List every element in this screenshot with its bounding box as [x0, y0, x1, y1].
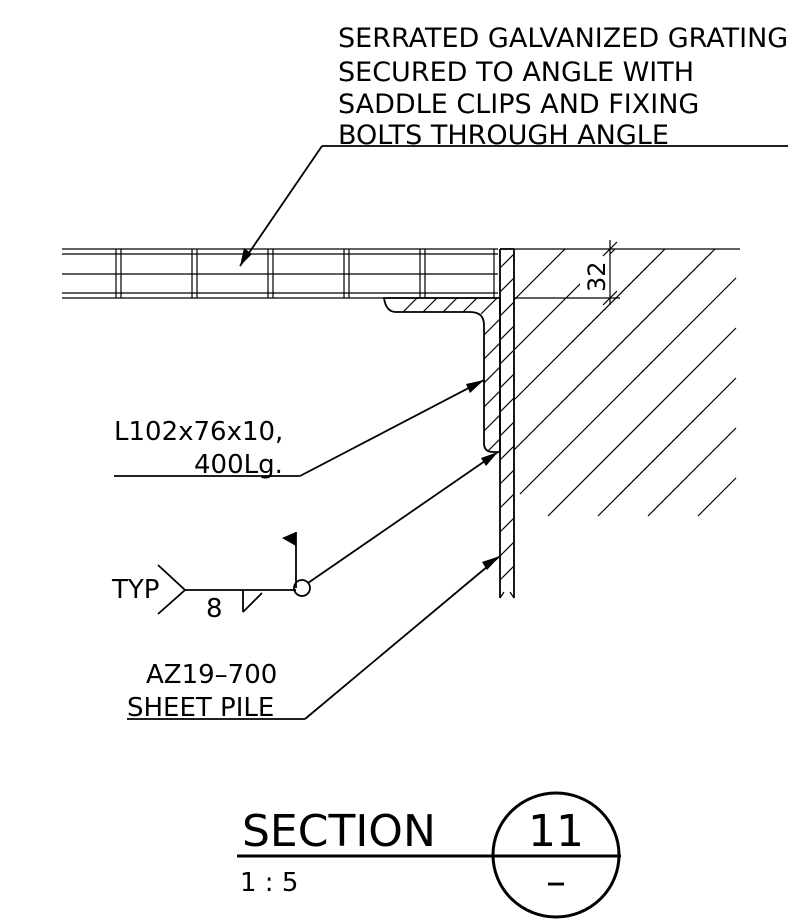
backfill-hatch — [513, 248, 740, 517]
pile-leader-line — [304, 555, 501, 720]
pile-leader-arrowhead — [482, 556, 500, 570]
weld-typ-label: TYP — [111, 575, 159, 605]
grating-note-line-1: SERRATED GALVANIZED GRATING — [338, 23, 788, 54]
angle-label-line-1: L102x76x10, — [114, 417, 283, 447]
angle-label-line-2: 400Lg. — [194, 450, 283, 480]
section-title: SECTION — [242, 806, 436, 857]
grating-leader-arrowhead — [240, 248, 252, 266]
sheet-pile — [499, 248, 515, 599]
pile-label-line-1: AZ19–700 — [146, 660, 277, 690]
weld-symbol — [157, 451, 499, 615]
section-scale: 1 : 5 — [240, 868, 298, 898]
grating-note-line-2: SECURED TO ANGLE WITH — [338, 57, 694, 88]
grating-note-line-3: SADDLE CLIPS AND FIXING — [338, 89, 699, 120]
weld-size-label: 8 — [206, 594, 223, 624]
pile-label-line-2: SHEET PILE — [127, 693, 274, 723]
angle-leader-line — [299, 379, 485, 477]
grating-leader-line — [239, 145, 323, 267]
angle-leader-arrowhead — [466, 380, 484, 393]
section-number: 11 — [528, 806, 584, 857]
dimension-value: 32 — [583, 261, 611, 292]
section-bubble — [491, 791, 621, 919]
dimension-32 — [514, 240, 620, 306]
section-title-block: SECTION 1 : 5 11 – — [237, 791, 621, 919]
section-sheet-ref: – — [546, 859, 566, 905]
steel-angle — [382, 297, 501, 453]
grating — [62, 248, 498, 299]
